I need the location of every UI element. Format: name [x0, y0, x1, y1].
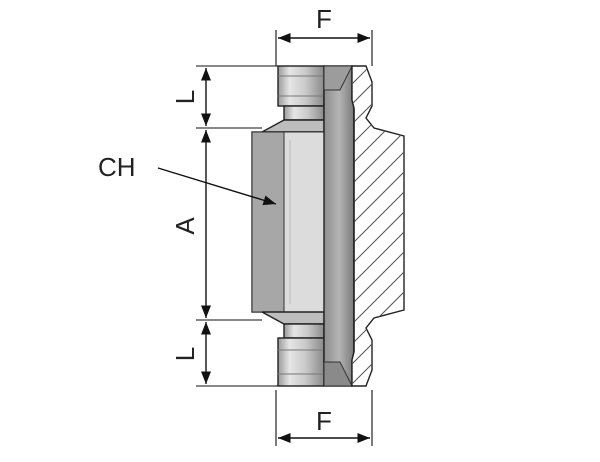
- label-f-top: F: [316, 4, 332, 34]
- label-l-bottom: L: [170, 347, 200, 361]
- callout-ch: CH: [98, 152, 277, 206]
- top-neck: [283, 105, 325, 121]
- label-ch: CH: [98, 152, 136, 182]
- label-f-bottom: F: [316, 406, 332, 436]
- dimension-vertical: L A L: [170, 65, 278, 387]
- dimension-f-top: F: [275, 4, 373, 66]
- top-spigot: [277, 65, 325, 107]
- fitting-body: [251, 65, 325, 387]
- bottom-spigot: [277, 337, 325, 387]
- section-cut: [351, 65, 405, 387]
- label-a: A: [170, 217, 200, 235]
- hex-face-dark: [251, 131, 285, 313]
- hex-face-light: [283, 131, 325, 313]
- bottom-neck: [283, 323, 325, 339]
- label-l-top: L: [170, 90, 200, 104]
- dimension-f-bottom: F: [275, 390, 373, 446]
- bore: [323, 65, 355, 387]
